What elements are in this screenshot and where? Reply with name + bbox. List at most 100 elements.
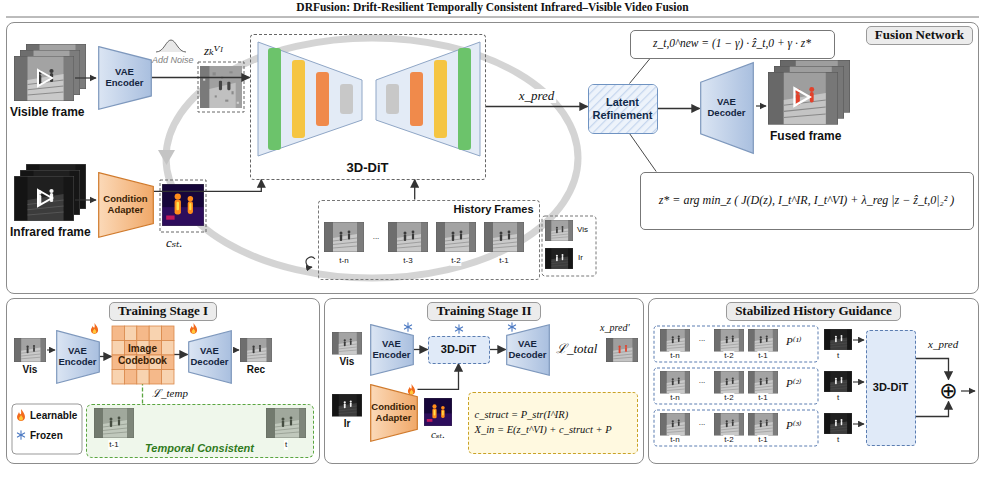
guidance-rows [853,423,864,424]
text-label: t-n [669,393,680,403]
unet-layers [258,42,362,156]
codebook-cell [112,340,124,355]
stage2-images [404,323,411,331]
fused-frames [768,60,850,125]
node-label: ⊕ [939,380,957,402]
node-label: z_t,0^new = (1 − γ) · ẑ_t,0 + γ · z* [653,37,811,50]
connector [630,134,657,172]
visible-frames [14,56,74,101]
legend-icon [16,429,26,441]
unet-layers [258,42,480,156]
unet-layers [410,72,423,126]
history-box: History Frames [318,200,540,280]
text-label: Infrared frame [10,226,91,240]
text-label: t-n [669,351,680,361]
unet-layers [292,60,305,138]
guidance-rows [853,381,864,382]
fused-frames [768,72,838,125]
text-label: t-2 [723,435,734,445]
stage1-images [91,323,98,334]
refinement-box: Latent Refinement [588,84,658,134]
codebook-cell [149,326,161,341]
unet-layers [458,48,471,150]
guidance-rows [961,390,975,391]
guidance-rows [748,413,778,436]
legend-icon [16,409,26,421]
block-shape [589,85,657,133]
guidance-rows [714,413,744,436]
text-label: zₖⱽᴵ [204,44,223,59]
unet-layers [434,60,447,138]
block-shape [56,330,99,383]
codebook-cell [161,326,173,341]
connector [658,108,700,109]
block-shape [370,324,413,375]
text-label: x_pred [928,338,958,351]
text-label: Ir [577,253,584,263]
unet-layers [268,48,281,150]
constraint-box: Temporal Consistent [86,404,314,458]
figure-title: DRFusion: Drift-Resilient Temporally Con… [0,1,985,13]
guidance-rows [824,371,852,392]
connector [418,364,459,390]
text-label: Visible frame [10,106,84,120]
input-arrows [75,77,96,78]
stage1-images [190,323,197,334]
codebook-cell [149,369,161,384]
text-label: t-2 [450,256,461,266]
dit-box: 3D-DiT [428,336,490,364]
connector [154,180,262,192]
history-thumbnails [306,257,315,267]
connector [490,349,506,350]
connector [142,384,143,404]
panel-box: Training Stage IIVAE Encoder3D-DiTVAE De… [324,298,644,464]
infrared-frames [14,164,86,221]
guidance-rows [660,329,690,352]
noise-curve [156,40,186,52]
condition-image [160,180,206,232]
panel-title: Training Stage I [109,302,217,321]
stage2-images [332,332,362,355]
text-label: ℒ_temp [152,387,188,400]
block-shape [506,324,549,375]
adapter-block: Condition Adapter [370,384,418,442]
text-label: Ir [344,418,351,430]
text-label: ℒ_total [556,342,597,357]
guidance-rows [748,329,778,352]
node-label: VAE Decoder [702,97,752,118]
title-rule [6,17,979,18]
stage1-images [240,338,272,362]
guidance-rows [824,413,852,434]
node-label: z* = arg min_z ( J(D(z), I_t^IR, I_t^VI)… [659,194,955,208]
panel-title: Fusion Network [866,26,973,45]
guidance-rows [748,371,778,394]
connector [916,402,949,417]
codebook-cell [161,369,173,384]
history-thumbnails [388,222,428,252]
stage1-images [14,338,46,362]
text-label: ... [372,232,381,242]
text-label: t-n [338,256,349,266]
guidance-rows [853,339,864,340]
node-label: X_in = E(z_t^VI) + c_struct + P [475,424,612,436]
guidance-rows [824,329,852,350]
stage1-images [47,349,55,350]
text-label: Vis [23,364,38,376]
text-label: t [836,393,840,403]
stage1-images [233,349,239,350]
dit-box: 3D-DiT [866,330,916,446]
sum-symbol: ⊕ [938,380,960,402]
unet-layers [376,42,480,156]
legend-text: Learnable [30,410,77,421]
text-label: cₛₜ. [431,428,445,441]
visible-frames [14,44,86,101]
stage2-images [606,338,638,362]
guidance-rows [714,371,744,394]
codebook-cell [136,369,148,384]
codebook-cell [112,369,124,384]
history-thumbnails [542,216,596,276]
decoder-block: VAE Decoder [506,324,550,376]
node-label: c_struct = P_str(I^IR) [475,409,569,421]
history-thumbnails [545,220,573,241]
unet-layers [340,84,353,114]
